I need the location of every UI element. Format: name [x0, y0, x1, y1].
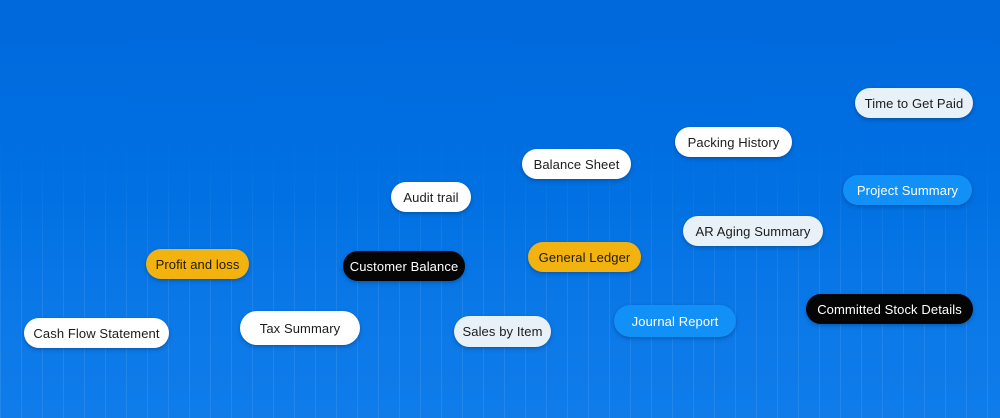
report-pill[interactable]: Tax Summary	[240, 311, 360, 345]
report-pill[interactable]: Committed Stock Details	[806, 294, 973, 324]
report-pill[interactable]: Audit trail	[391, 182, 471, 212]
report-pill[interactable]: Customer Balance	[343, 251, 465, 281]
report-pill[interactable]: Balance Sheet	[522, 149, 631, 179]
report-pill[interactable]: Time to Get Paid	[855, 88, 973, 118]
report-pill[interactable]: Sales by Item	[454, 316, 551, 347]
report-pill[interactable]: Profit and loss	[146, 249, 249, 279]
report-pill[interactable]: AR Aging Summary	[683, 216, 823, 246]
report-pill[interactable]: Cash Flow Statement	[24, 318, 169, 348]
report-pill[interactable]: Journal Report	[614, 305, 736, 337]
report-pill[interactable]: Packing History	[675, 127, 792, 157]
report-pill[interactable]: Project Summary	[843, 175, 972, 205]
report-pill[interactable]: General Ledger	[528, 242, 641, 272]
